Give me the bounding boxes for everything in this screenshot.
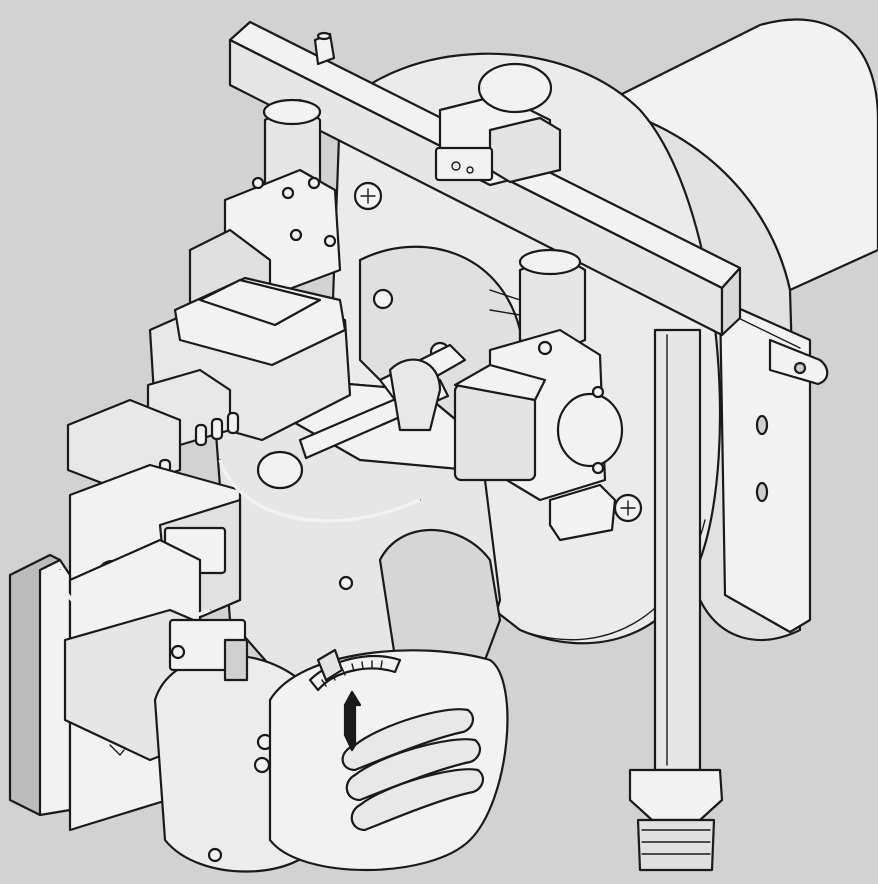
vertical-support-pipe xyxy=(653,328,702,772)
air-inlet-cover xyxy=(268,649,509,872)
solenoid-coil xyxy=(434,62,562,187)
pipe-fitting-nut xyxy=(628,768,724,872)
gas-valve-right xyxy=(453,248,624,542)
air-damper-linkage xyxy=(378,343,467,432)
air-damper-scale xyxy=(308,648,402,692)
